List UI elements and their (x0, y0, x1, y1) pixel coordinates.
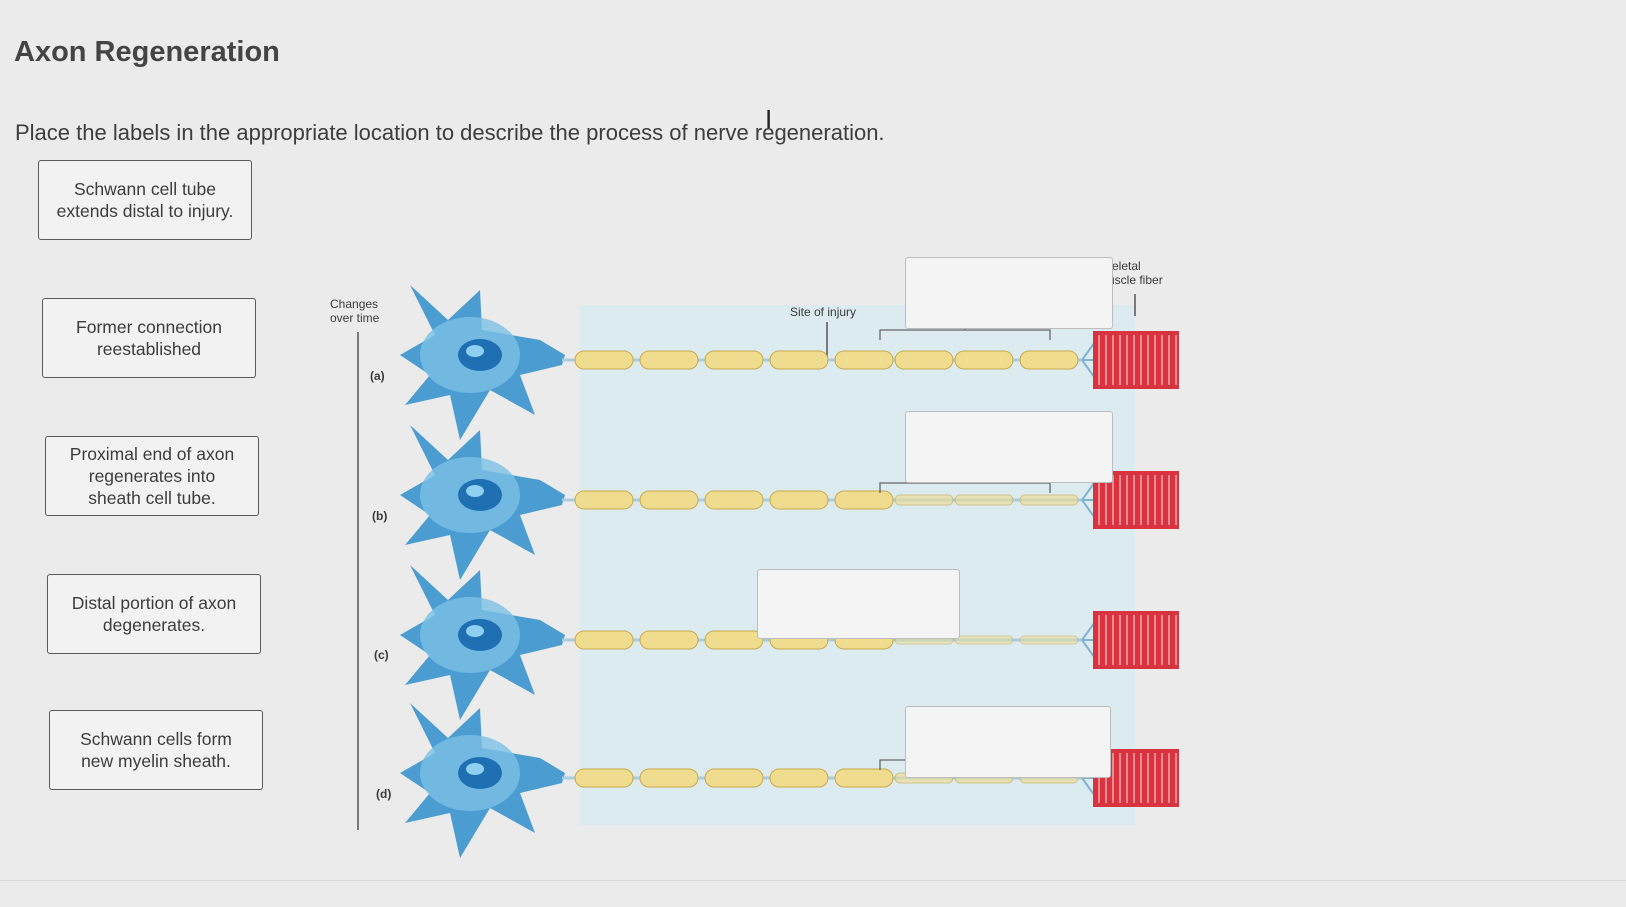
myelin-segment (1019, 350, 1079, 370)
page-title: Axon Regeneration (14, 36, 280, 68)
myelin-segment (574, 490, 634, 510)
drop-zone-d[interactable] (905, 706, 1111, 778)
myelin-segment (639, 768, 699, 788)
stage-label-a: (a) (370, 369, 385, 383)
myelin-segment (1019, 494, 1079, 506)
myelin-segment (639, 490, 699, 510)
myelin-segment (769, 350, 829, 370)
bottom-divider (0, 880, 1626, 881)
neuron-row-d (400, 703, 1179, 858)
myelin-segment (769, 768, 829, 788)
stage-label-c: (c) (374, 648, 389, 662)
drop-zone-a[interactable] (905, 257, 1113, 329)
myelin-segment (704, 490, 764, 510)
myelin-segment (704, 350, 764, 370)
label-card-former-connection[interactable]: Former connection reestablished (42, 298, 256, 378)
nucleolus (466, 345, 484, 357)
nucleolus (466, 485, 484, 497)
nucleolus (466, 625, 484, 637)
skeletal-muscle-fiber (1093, 611, 1179, 669)
label-card-new-myelin[interactable]: Schwann cells form new myelin sheath. (49, 710, 263, 790)
nucleolus (466, 763, 484, 775)
myelin-segment (834, 768, 894, 788)
myelin-segment (954, 350, 1014, 370)
myelin-segment (704, 768, 764, 788)
label-card-distal-portion[interactable]: Distal portion of axon degenerates. (47, 574, 261, 654)
neuron-row-b (400, 425, 1179, 580)
instructions-text: Place the labels in the appropriate loca… (15, 120, 885, 145)
neuron-row-a (400, 285, 1179, 440)
label-card-schwann-tube[interactable]: Schwann cell tube extends distal to inju… (38, 160, 252, 240)
label-card-proximal-end[interactable]: Proximal end of axon regenerates into sh… (45, 436, 259, 516)
myelin-segment (834, 490, 894, 510)
drop-zone-b[interactable] (905, 411, 1113, 483)
myelin-segment (574, 630, 634, 650)
site-of-injury-label: Site of injury (790, 305, 856, 319)
myelin-segment (639, 350, 699, 370)
myelin-segment (574, 768, 634, 788)
myelin-segment (894, 350, 954, 370)
stage-label-d: (d) (376, 787, 391, 801)
myelin-segment (894, 494, 954, 506)
myelin-segment (769, 490, 829, 510)
stage-label-b: (b) (372, 509, 387, 523)
myelin-segment (954, 635, 1014, 645)
myelin-segment (574, 350, 634, 370)
myelin-segment (954, 494, 1014, 506)
myelin-segment (639, 630, 699, 650)
myelin-segment (834, 350, 894, 370)
skeletal-muscle-fiber (1093, 331, 1179, 389)
text-cursor-icon: I (765, 104, 773, 134)
drop-zone-c[interactable] (757, 569, 960, 639)
myelin-segment (1019, 635, 1079, 645)
myelin-segment (704, 630, 764, 650)
